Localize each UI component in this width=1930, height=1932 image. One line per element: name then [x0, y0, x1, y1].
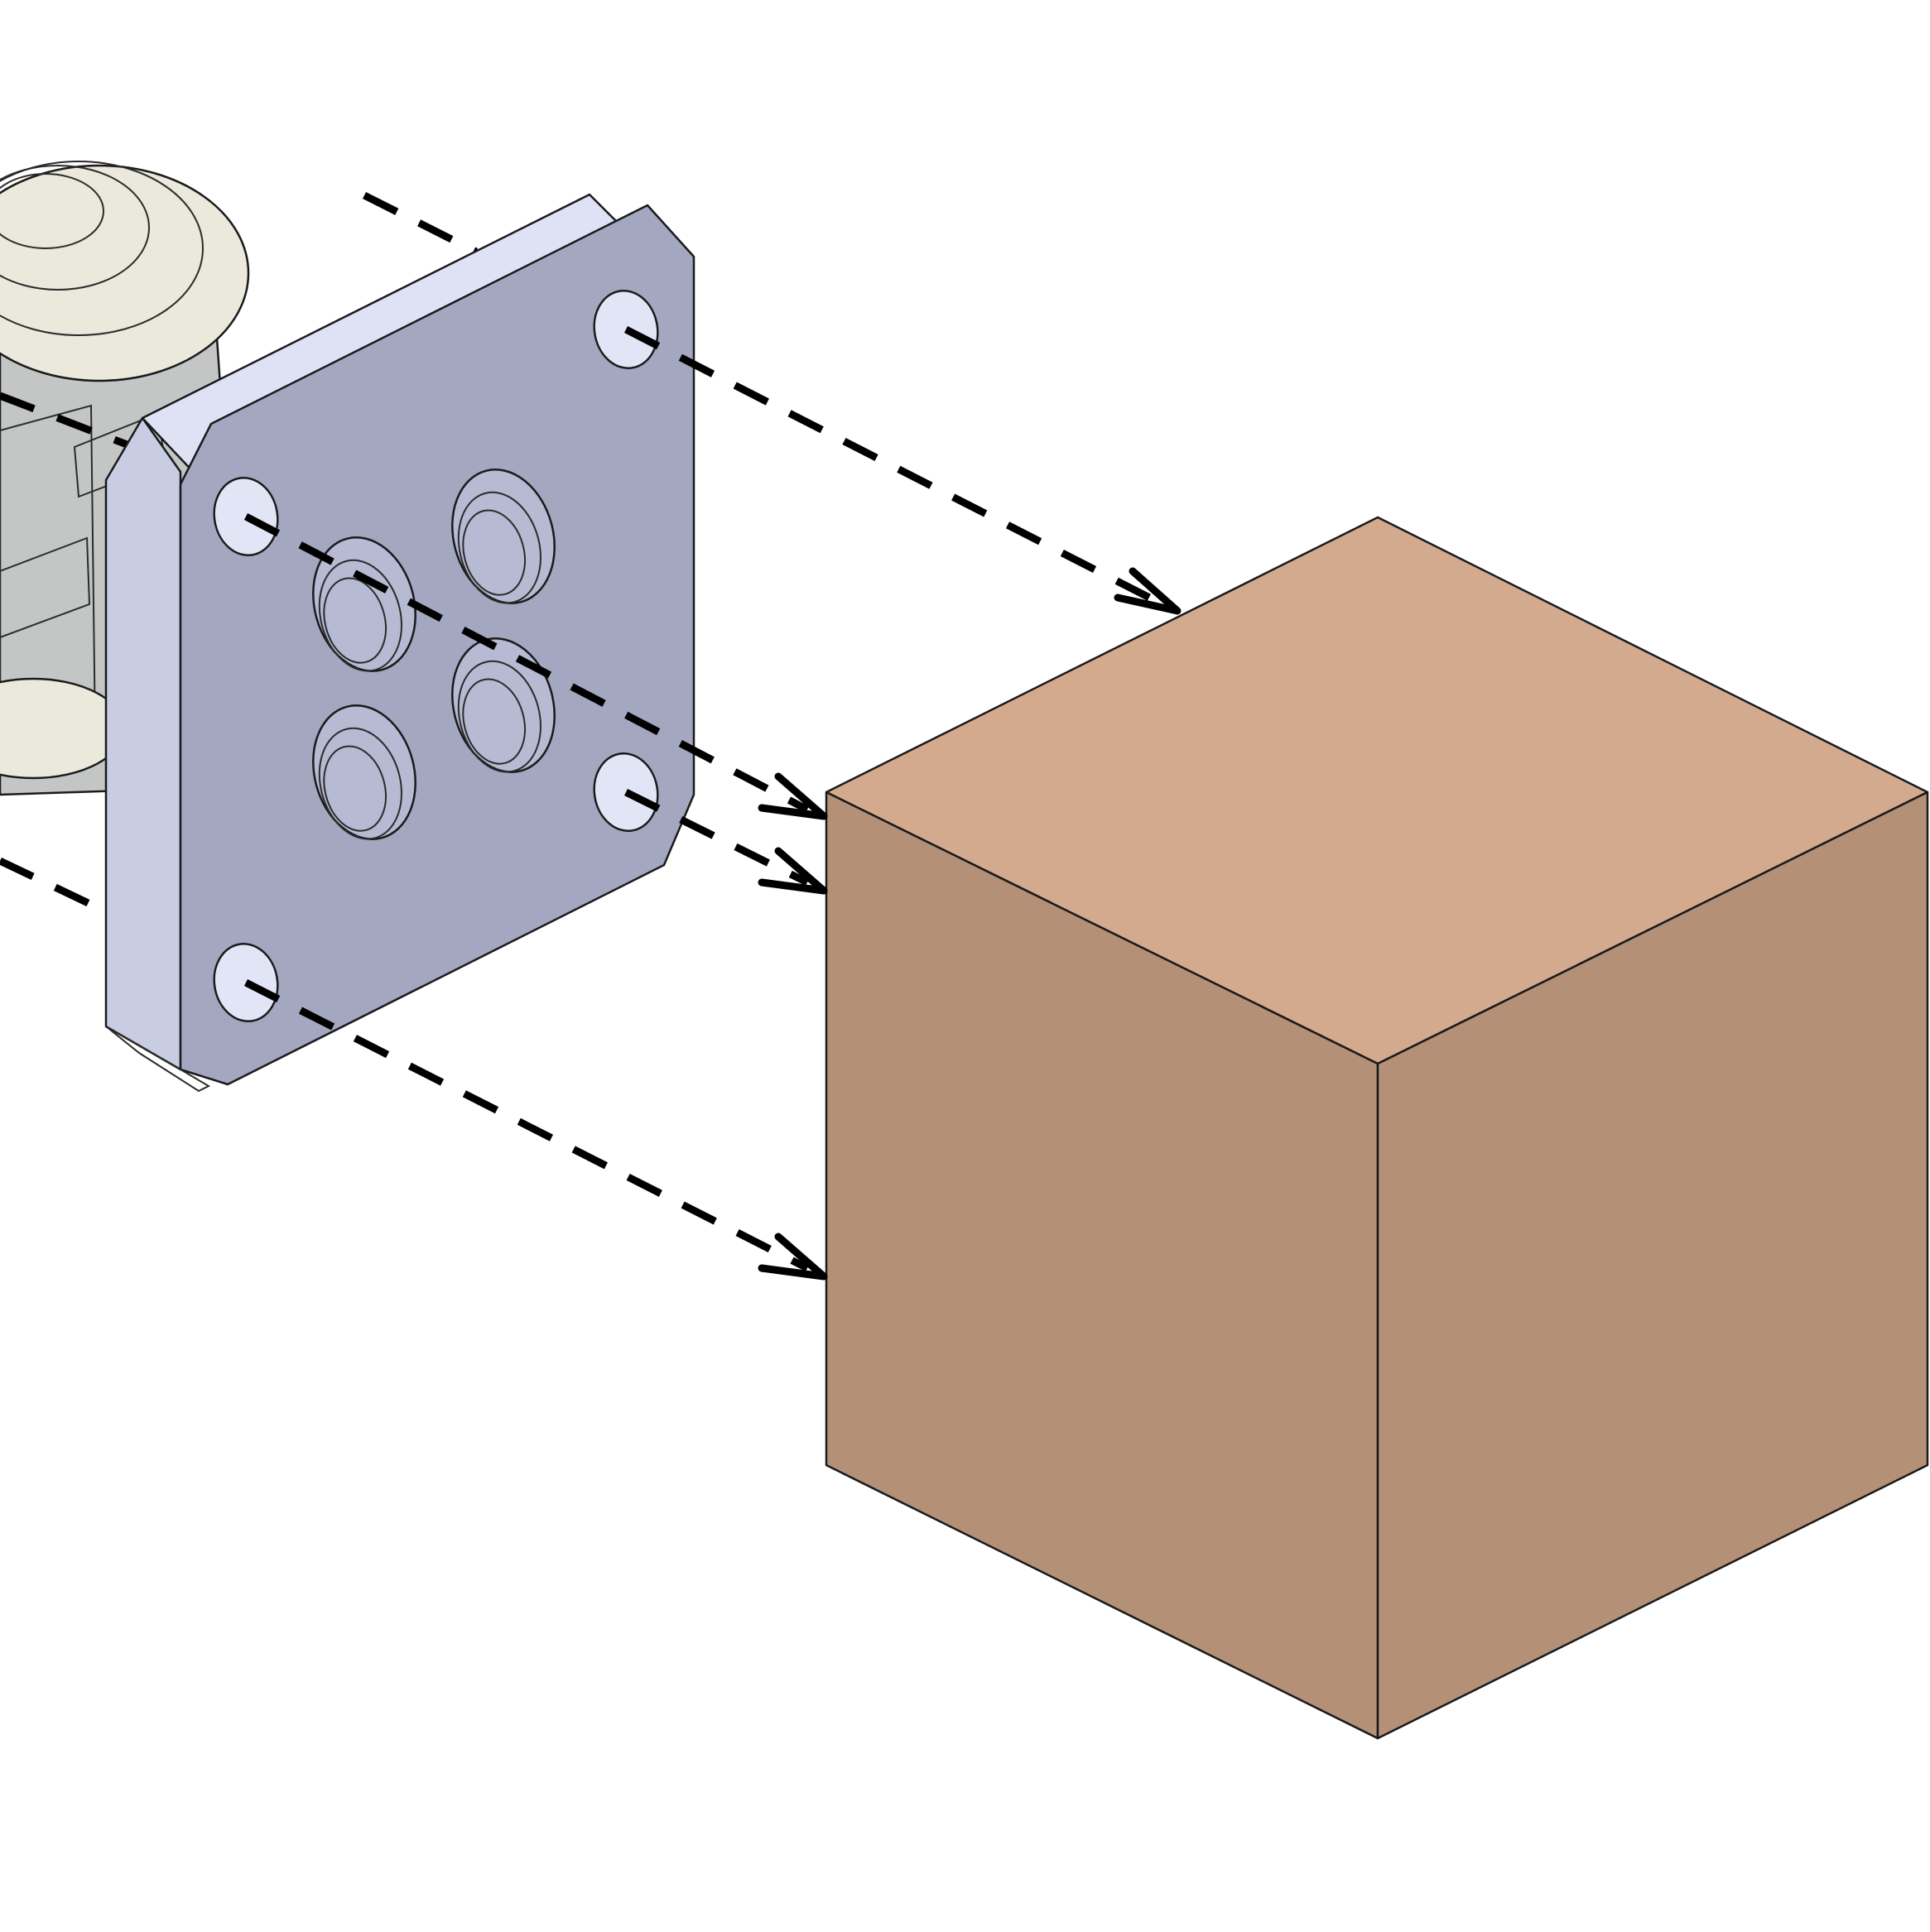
mounting-plate [104, 193, 695, 1093]
guide-arrow-2 [243, 513, 828, 820]
guide-arrows [243, 325, 1182, 1281]
plate-side-left [104, 416, 182, 1071]
plate-countersunk-holes [312, 469, 556, 840]
guide-stub-top [362, 191, 479, 256]
plate-side-bottom [105, 1026, 211, 1093]
guide-arrow-3 [623, 788, 828, 895]
guide-arrow-1 [623, 325, 1182, 615]
cube-right-face [1376, 791, 1929, 1740]
fixture-cap-ring [0, 161, 204, 336]
guide-stub-bottom [0, 857, 97, 911]
fixture-slot [0, 536, 91, 639]
wood-cube [825, 516, 1929, 1740]
fixture-cap-top [0, 173, 104, 249]
fixture-cap-outer [0, 164, 250, 382]
guide-arrow-4 [243, 978, 828, 1281]
countersunk-hole-4 [312, 704, 416, 840]
fixture-cap-inner [0, 165, 150, 291]
plate-front-face [179, 204, 695, 1086]
countersunk-hole-2 [312, 536, 416, 672]
countersunk-hole-1 [451, 469, 556, 604]
